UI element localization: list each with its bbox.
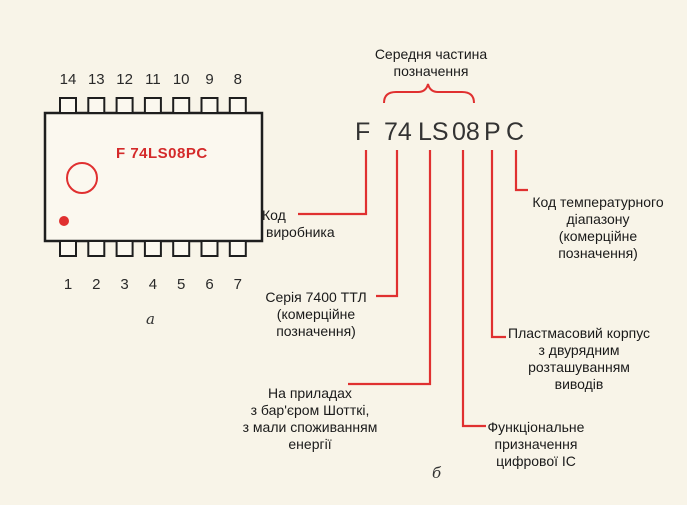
chip-marking: F 74LS08PC: [116, 145, 208, 162]
annotation-manufacturer: Код виробника: [262, 207, 335, 241]
pin-number: 10: [173, 71, 190, 88]
pin-number: 5: [177, 276, 185, 293]
chip-pin: [143, 240, 162, 257]
orientation-notch: [66, 162, 98, 194]
pin-number: 2: [92, 276, 100, 293]
chip-pin: [172, 240, 191, 257]
annotation-line: цифрової ІС: [496, 453, 576, 469]
annotation-function: Функціональне призначення цифрової ІС: [482, 419, 590, 470]
chip-pin: [228, 240, 247, 257]
chip-pin: [228, 97, 247, 114]
middle-part-label-line: Середня частина: [374, 46, 488, 62]
annotation-line: енергії: [288, 436, 332, 452]
annotation-line: призначення: [494, 436, 578, 452]
annotation-line: (комерційне: [558, 228, 638, 244]
chip-pin: [143, 97, 162, 114]
middle-part-label-line: позначення: [393, 63, 469, 79]
chip-pin: [87, 97, 106, 114]
annotation-package: Пластмасовий корпус з двурядним розташув…: [508, 325, 650, 393]
chip-pin: [115, 97, 134, 114]
chip-pin: [172, 97, 191, 114]
middle-part-label: Середня частина позначення: [362, 46, 500, 80]
annotation-line: Пластмасовий корпус: [508, 325, 651, 341]
chip-pin: [59, 97, 77, 114]
pin-number: 11: [145, 71, 161, 88]
chip-pin: [200, 97, 219, 114]
pin-number: 1: [64, 276, 72, 293]
code-part-series: 74: [384, 118, 412, 146]
annotation-line: Код: [262, 207, 286, 223]
annotation-line: з бар'єром Шотткі,: [250, 402, 370, 418]
annotation-line: Серія 7400 ТТЛ: [265, 289, 367, 305]
chip-pin: [200, 240, 219, 257]
annotation-line: позначення): [276, 323, 356, 339]
chip-pin: [115, 240, 134, 257]
middle-part-brace: [383, 83, 475, 104]
annotation-line: діапазону: [566, 211, 630, 227]
annotation-schottky: На приладах з бар'єром Шотткі, з мали сп…: [226, 385, 394, 453]
pin-number: 8: [234, 71, 242, 88]
code-part-subfamily: LS: [418, 118, 449, 146]
pin1-dot: [59, 216, 69, 226]
annotation-line: виробника: [266, 224, 335, 240]
code-part-manufacturer: F: [355, 118, 370, 146]
code-part-function: 08: [452, 118, 480, 146]
pin-number: 6: [205, 276, 213, 293]
annotation-line: з мали споживанням: [242, 419, 378, 435]
pin-number: 14: [60, 71, 77, 88]
pin-number: 12: [116, 71, 133, 88]
annotation-line: виводів: [554, 376, 604, 392]
leader-package: [490, 150, 506, 339]
pin-number: 9: [205, 71, 213, 88]
annotation-line: (комерційне: [276, 306, 356, 322]
pin-number: 13: [88, 71, 105, 88]
chip-pin: [87, 240, 106, 257]
code-part-temperature: C: [506, 118, 524, 146]
annotation-line: позначення): [558, 245, 638, 261]
pin-number: 3: [120, 276, 128, 293]
leader-schottky: [348, 150, 432, 386]
code-part-package: P: [484, 118, 501, 146]
figure-a-caption: а: [146, 310, 155, 328]
annotation-temperature: Код температурного діапазону (комерційне…: [528, 194, 668, 262]
annotation-line: з двурядним: [538, 342, 620, 358]
annotation-series: Серія 7400 ТТЛ (комерційне позначення): [257, 289, 375, 340]
annotation-line: Код температурного: [532, 194, 664, 210]
annotation-line: Функціональне: [487, 419, 585, 435]
annotation-line: На приладах: [268, 385, 352, 401]
leader-function: [461, 150, 486, 428]
leader-manufacturer: [298, 150, 368, 216]
figure-b-caption: б: [432, 464, 442, 482]
chip-pin: [59, 240, 77, 257]
pin-number: 7: [234, 276, 242, 293]
pin-number: 4: [149, 276, 157, 293]
annotation-line: розташуванням: [528, 359, 630, 375]
leader-temperature: [514, 150, 528, 192]
leader-series: [376, 150, 399, 298]
chip-body: [43, 111, 264, 243]
